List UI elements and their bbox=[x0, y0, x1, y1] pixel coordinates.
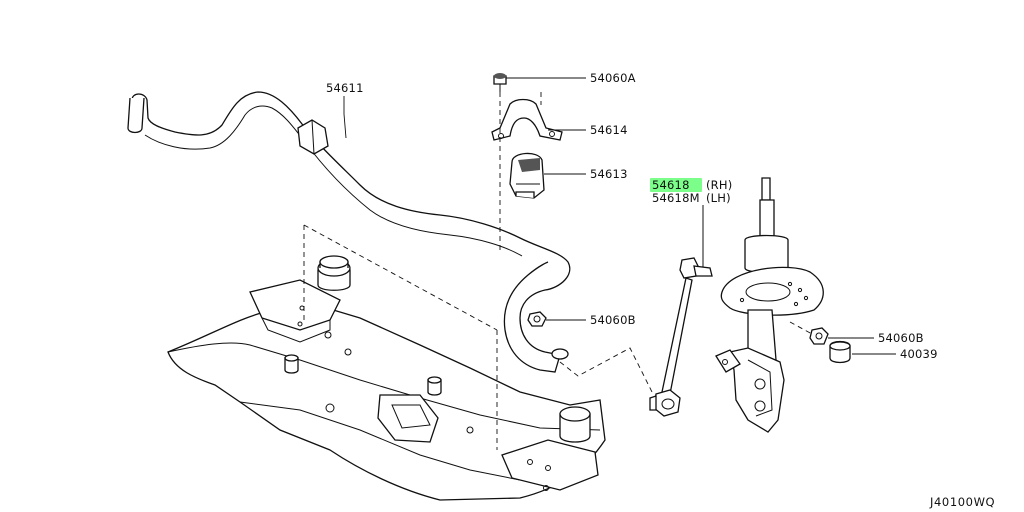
strut-axis bbox=[789, 321, 813, 335]
front-subframe bbox=[167, 255, 606, 501]
stabilizer-bar bbox=[127, 91, 571, 373]
label-54060B-strut: 54060B bbox=[878, 331, 924, 345]
label-40039: 40039 bbox=[900, 347, 938, 361]
label-54614: 54614 bbox=[590, 123, 628, 137]
nut-lower-54060B bbox=[527, 311, 547, 327]
highlight-54618 bbox=[650, 178, 702, 192]
label-54618M-lh: 54618M bbox=[652, 191, 700, 205]
diagram-code: J40100WQ bbox=[929, 495, 995, 509]
mount-axis bbox=[303, 224, 498, 331]
stabilizer-link-54618 bbox=[649, 205, 713, 417]
link-axis-lower bbox=[559, 347, 653, 393]
label-54611: 54611 bbox=[326, 81, 364, 95]
bushing-clamp-54614 bbox=[491, 98, 563, 141]
strut-assembly bbox=[715, 177, 824, 433]
label-rh: (RH) bbox=[706, 178, 732, 192]
nut-strut-54060B bbox=[809, 327, 829, 345]
label-lh: (LH) bbox=[706, 191, 731, 205]
label-54060B-lower: 54060B bbox=[590, 313, 636, 327]
label-54618-rh[interactable]: 54618 bbox=[652, 178, 690, 192]
leader-lines bbox=[343, 77, 896, 355]
bushing-bolt-54060A bbox=[493, 73, 507, 92]
cap-40039 bbox=[829, 340, 851, 364]
label-54060A: 54060A bbox=[590, 71, 636, 85]
bushing-54613 bbox=[509, 152, 545, 199]
label-54613: 54613 bbox=[590, 167, 628, 181]
